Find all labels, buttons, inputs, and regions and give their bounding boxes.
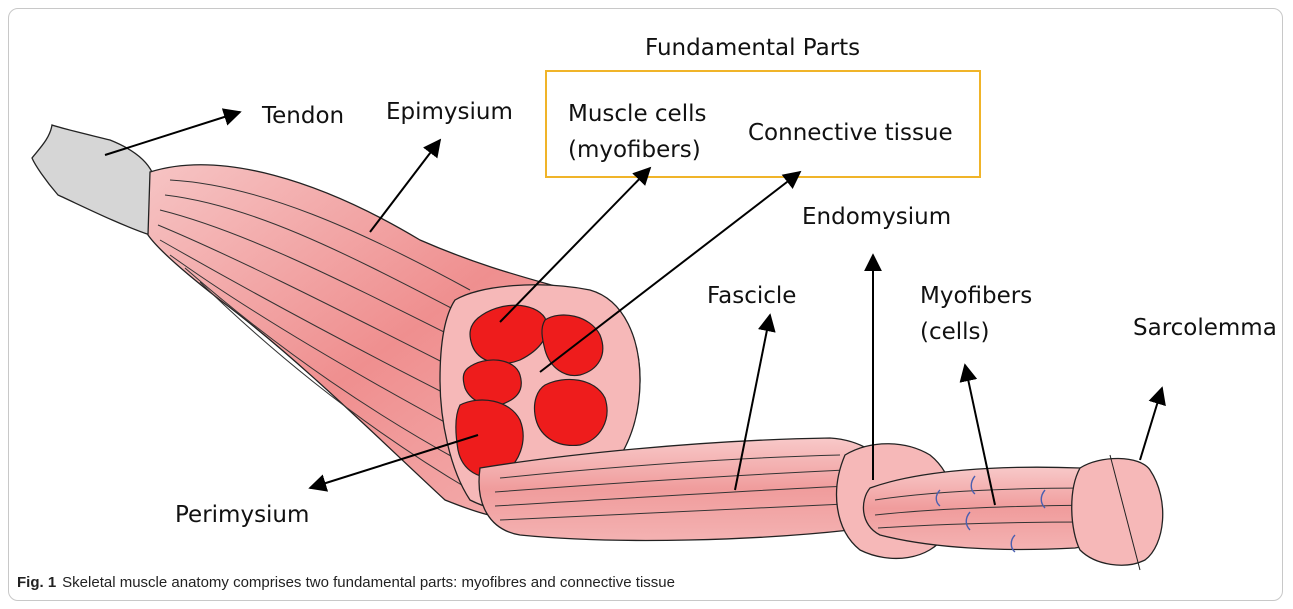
sarcolemma-end: [1072, 458, 1163, 565]
caption-text: Skeletal muscle anatomy comprises two fu…: [62, 574, 675, 591]
myofibers-label: Myofibers: [920, 283, 1032, 309]
fascicle-label: Fascicle: [707, 283, 796, 309]
sarcolemma-arrow: [1140, 388, 1162, 460]
epimysium-arrow: [370, 140, 440, 232]
myofibers-sublabel: (cells): [920, 319, 990, 345]
fundamental-parts-title: Fundamental Parts: [645, 35, 860, 61]
sarcolemma-label: Sarcolemma: [1133, 315, 1277, 341]
muscle-cells-sublabel: (myofibers): [568, 137, 701, 163]
tendon-shape: [32, 125, 152, 235]
connective-tissue-label: Connective tissue: [748, 120, 953, 146]
endomysium-label: Endomysium: [802, 204, 951, 230]
epimysium-label: Epimysium: [386, 99, 513, 125]
figure-caption: Fig. 1 Skeletal muscle anatomy comprises …: [17, 574, 675, 591]
figure-number: Fig. 1: [17, 574, 56, 591]
perimysium-label: Perimysium: [175, 502, 309, 528]
connective-tissue-arrow: [540, 172, 800, 372]
muscle-cells-label: Muscle cells: [568, 101, 706, 127]
tendon-arrow: [105, 112, 240, 155]
tendon-label: Tendon: [261, 103, 344, 129]
